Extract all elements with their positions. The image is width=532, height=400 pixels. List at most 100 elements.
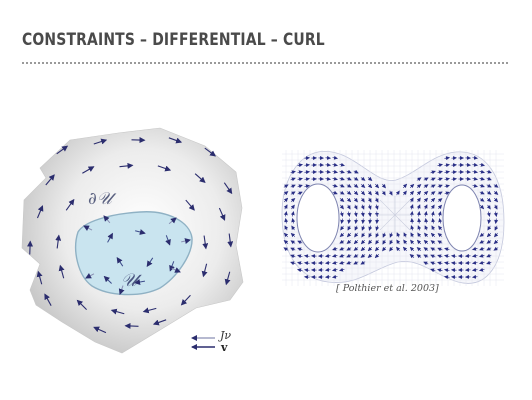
mesh-vector (479, 176, 485, 181)
field-arrow (119, 162, 134, 169)
mesh-vector (430, 170, 436, 175)
mesh-vector (339, 190, 345, 195)
mesh-vector (346, 239, 352, 244)
mesh-vector (353, 197, 358, 203)
mesh-vector (479, 253, 485, 258)
mesh-vector (431, 225, 436, 231)
mesh-vector (430, 247, 436, 252)
mesh-vector (444, 261, 450, 266)
mesh-vector (444, 254, 450, 259)
mesh-vector (375, 232, 380, 238)
field-arrow (185, 199, 195, 211)
mesh-vector (472, 274, 478, 279)
mesh-vector (297, 247, 303, 252)
domain-arrow (146, 257, 154, 267)
normal-arrow (103, 215, 111, 224)
mesh-vector (494, 218, 499, 224)
mesh-vector (368, 239, 373, 245)
mesh-vector (290, 184, 296, 189)
mesh-vector (290, 170, 296, 175)
mesh-vector (424, 218, 429, 224)
boundary-label: ∂𝒰 (88, 189, 113, 209)
field-arrow (65, 198, 75, 211)
mesh-vector (381, 183, 386, 189)
mesh-vector (374, 204, 379, 210)
mesh-vector (374, 253, 380, 259)
mesh-vector (396, 232, 401, 238)
mesh-vector (430, 254, 436, 259)
mesh-vector (437, 204, 442, 210)
mesh-vector (283, 197, 289, 203)
mesh-vector (423, 197, 428, 203)
mesh-vector (410, 232, 415, 238)
mesh-vector (437, 233, 443, 238)
mesh-vector (438, 218, 443, 224)
mesh-vector (290, 261, 296, 266)
mesh-vector (353, 239, 359, 245)
mesh-vector (325, 176, 331, 181)
mesh-vector (354, 218, 359, 224)
mesh-vector (354, 232, 359, 238)
mesh-vector (290, 254, 296, 259)
mesh-vector (360, 183, 366, 188)
field-arrow (55, 234, 62, 249)
mesh-vector (451, 177, 457, 182)
mesh-vector (423, 261, 429, 266)
mesh-vector (430, 240, 436, 245)
mesh-vector (437, 184, 443, 189)
mesh-vector (423, 177, 429, 182)
mesh-vector (382, 232, 387, 238)
mesh-vector (374, 197, 379, 203)
mesh-vector (493, 211, 498, 217)
mesh-vector (347, 218, 352, 224)
field-arrow (82, 166, 95, 174)
field-arrow (204, 147, 216, 157)
mesh-vector (361, 225, 366, 231)
mesh-vector (367, 190, 372, 196)
mesh-vector (360, 260, 366, 265)
mesh-vector (297, 170, 303, 175)
mesh-vector (382, 246, 387, 252)
mesh-vector (375, 225, 380, 231)
mesh-vector (444, 275, 450, 280)
mesh-vector (325, 169, 331, 174)
mesh-vector (346, 183, 352, 188)
mesh-vector (486, 246, 492, 251)
mesh-vector (388, 190, 393, 196)
field-arrow (224, 271, 231, 286)
mesh-vector (423, 191, 429, 196)
mesh-vector (437, 191, 443, 196)
mesh-vector (339, 211, 344, 217)
mesh-vector (353, 204, 358, 210)
mesh-vector (479, 232, 485, 237)
mesh-vector (430, 191, 436, 196)
mesh-vector (444, 191, 450, 196)
mesh-vector (486, 211, 491, 217)
domain-arrow (116, 257, 124, 267)
normal-arrow (181, 238, 191, 244)
mesh-vector (339, 260, 345, 265)
mesh-vector (346, 197, 352, 203)
mesh-vector (479, 260, 485, 265)
domain-region (74, 211, 193, 296)
mesh-vector (375, 246, 380, 252)
slide-title: CONSTRAINTS – DIFFERENTIAL – CURL (22, 30, 325, 50)
field-arrow (56, 145, 69, 155)
mesh-vector (382, 239, 387, 245)
mesh-vector (332, 176, 338, 181)
legend-arrows (191, 335, 215, 350)
field-arrow (152, 319, 167, 326)
legend-jnu-label: Jν (220, 329, 232, 342)
mesh-vector (437, 254, 443, 259)
mesh-vector (290, 233, 296, 238)
legend-v-label: v (221, 341, 228, 354)
mesh-vector (486, 169, 492, 174)
mesh-vector (479, 183, 485, 188)
mesh-vector (430, 184, 436, 189)
mesh-vector (479, 239, 485, 244)
mesh-vector (402, 246, 408, 252)
mesh-vector (423, 239, 429, 245)
mesh-vector (297, 184, 303, 189)
mesh-vector (347, 225, 352, 231)
mesh-vector (360, 197, 365, 203)
